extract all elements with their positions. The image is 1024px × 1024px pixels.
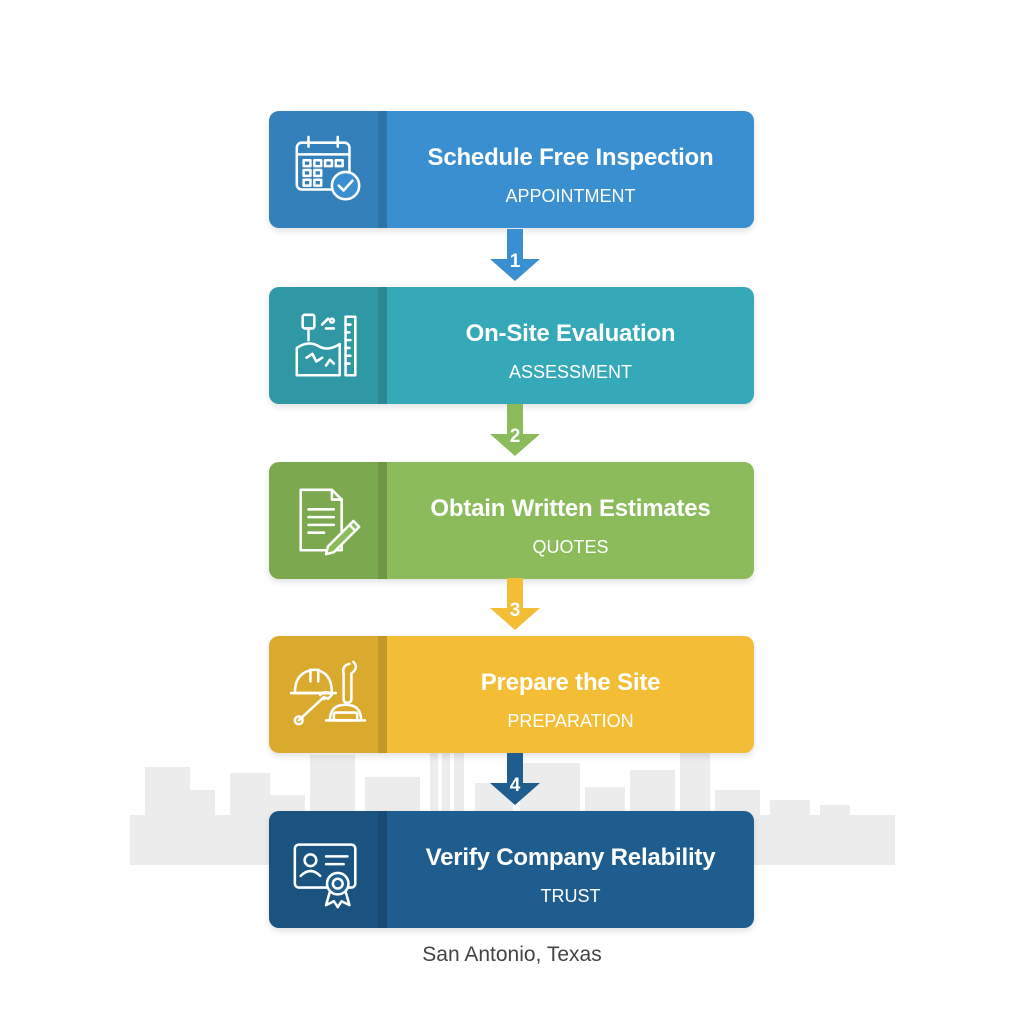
step-icon-panel [269,811,387,928]
step-written-estimates[interactable]: Obtain Written Estimates QUOTES [269,462,754,579]
step-icon-panel [269,287,387,404]
arrow-head [490,783,540,805]
arrow-shaft [507,229,523,261]
arrow-shaft [507,753,523,785]
step-onsite-evaluation[interactable]: On-Site Evaluation ASSESSMENT [269,287,754,404]
step-title: Verify Company Relability [425,844,716,871]
arrow-head [490,259,540,281]
foundation-crack-measure-icon [295,313,357,377]
step-icon-panel [269,462,387,579]
certificate-badge-icon [293,842,357,908]
step-icon-panel [269,111,387,228]
step-number: 2 [509,426,521,447]
connector-arrow-4: 4 [490,753,540,809]
step-subtitle: ASSESSMENT [508,362,633,382]
step-title: Schedule Free Inspection [427,144,714,171]
step-number: 4 [509,775,521,796]
arrow-shaft [507,578,523,610]
step-title: On-Site Evaluation [465,320,676,347]
step-icon-panel [269,636,387,753]
step-subtitle: QUOTES [532,537,609,557]
step-number: 1 [509,251,521,272]
step-subtitle: APPOINTMENT [505,186,636,206]
step-subtitle: PREPARATION [507,711,634,731]
step-verify-company[interactable]: Verify Company Relability TRUST [269,811,754,928]
step-number: 3 [509,600,521,621]
connector-arrow-3: 3 [490,578,540,634]
step-schedule-inspection[interactable]: Schedule Free Inspection APPOINTMENT [269,111,754,228]
location-caption: San Antonio, Texas [422,943,602,966]
step-subtitle: TRUST [540,886,601,906]
document-pen-icon [299,488,361,555]
step-title: Obtain Written Estimates [430,495,711,522]
hardhat-tools-icon [289,660,367,726]
connector-arrow-2: 2 [490,404,540,460]
step-title: Prepare the Site [480,669,661,696]
arrow-head [490,608,540,630]
arrow-head [490,434,540,456]
step-prepare-site[interactable]: Prepare the Site PREPARATION [269,636,754,753]
connector-arrow-1: 1 [490,229,540,285]
calendar-check-icon [295,135,361,201]
arrow-shaft [507,404,523,436]
